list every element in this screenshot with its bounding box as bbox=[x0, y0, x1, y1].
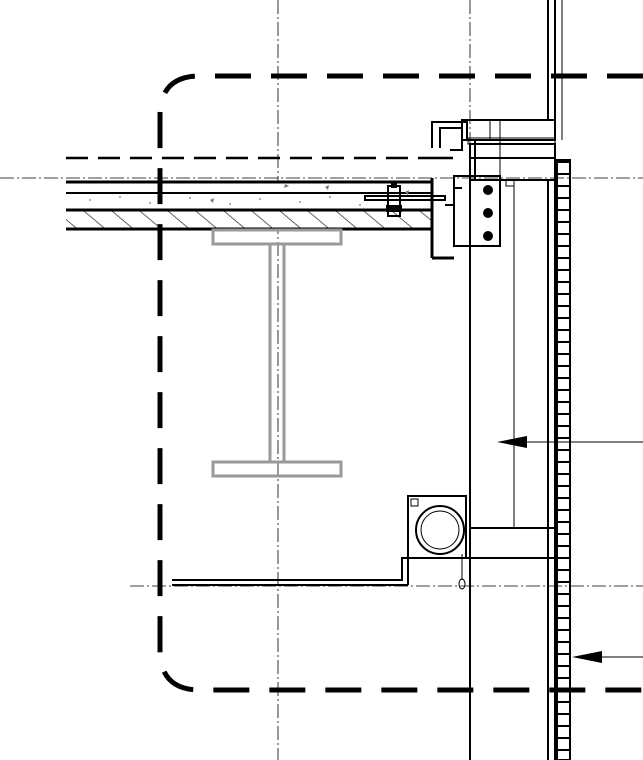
direction-arrows bbox=[497, 436, 643, 663]
lower-arrow-head bbox=[572, 651, 602, 663]
fixing-bolt-2 bbox=[483, 208, 493, 218]
brick-cladding bbox=[556, 159, 571, 760]
fixing-bolt-1 bbox=[483, 185, 493, 195]
window-head-frame bbox=[431, 119, 556, 247]
facade-verticals bbox=[469, 0, 563, 760]
suspended-ceiling bbox=[172, 557, 470, 586]
detail-callout-boundary bbox=[157, 73, 643, 693]
steel-i-beam bbox=[211, 228, 343, 478]
anchor-bolt bbox=[364, 183, 446, 217]
roller-blind-box bbox=[407, 495, 467, 590]
concrete-aggregate bbox=[89, 184, 409, 206]
concrete-slab bbox=[66, 178, 454, 260]
fixing-bolt-3 bbox=[483, 231, 493, 241]
upper-arrow-head bbox=[497, 436, 527, 448]
